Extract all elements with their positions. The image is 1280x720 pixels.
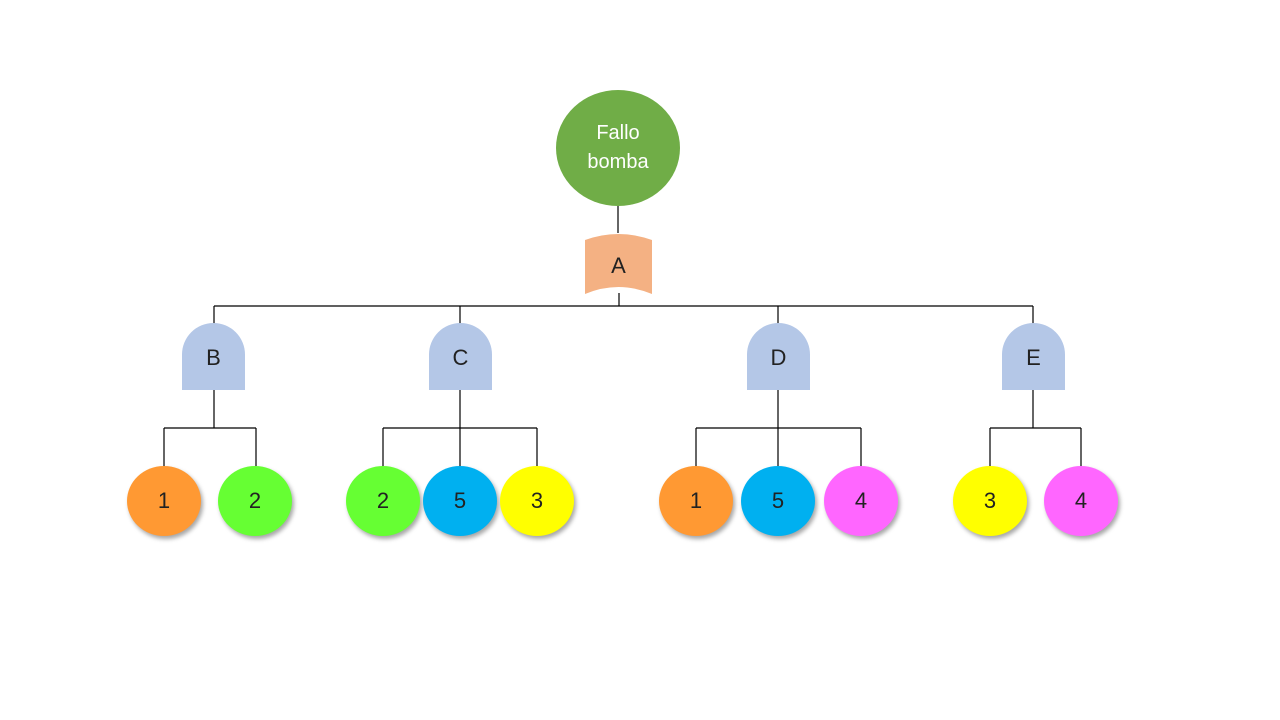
top-event-fallo-bomba: Fallo bomba <box>556 90 680 206</box>
basic-event-2: 2 <box>218 466 292 536</box>
and-gate-d: D <box>747 323 810 390</box>
basic-event-5: 5 <box>741 466 815 536</box>
basic-event-4: 4 <box>824 466 898 536</box>
and-gate-b: B <box>182 323 245 390</box>
basic-event-3: 3 <box>500 466 574 536</box>
and-gate-c: C <box>429 323 492 390</box>
and-gate-e: E <box>1002 323 1065 390</box>
basic-event-1: 1 <box>127 466 201 536</box>
basic-event-5: 5 <box>423 466 497 536</box>
or-gate-a: A <box>585 232 652 301</box>
or-gate-shape <box>585 234 652 294</box>
or-gate-label: A <box>611 252 626 278</box>
basic-event-4: 4 <box>1044 466 1118 536</box>
basic-event-2: 2 <box>346 466 420 536</box>
basic-event-1: 1 <box>659 466 733 536</box>
basic-event-3: 3 <box>953 466 1027 536</box>
